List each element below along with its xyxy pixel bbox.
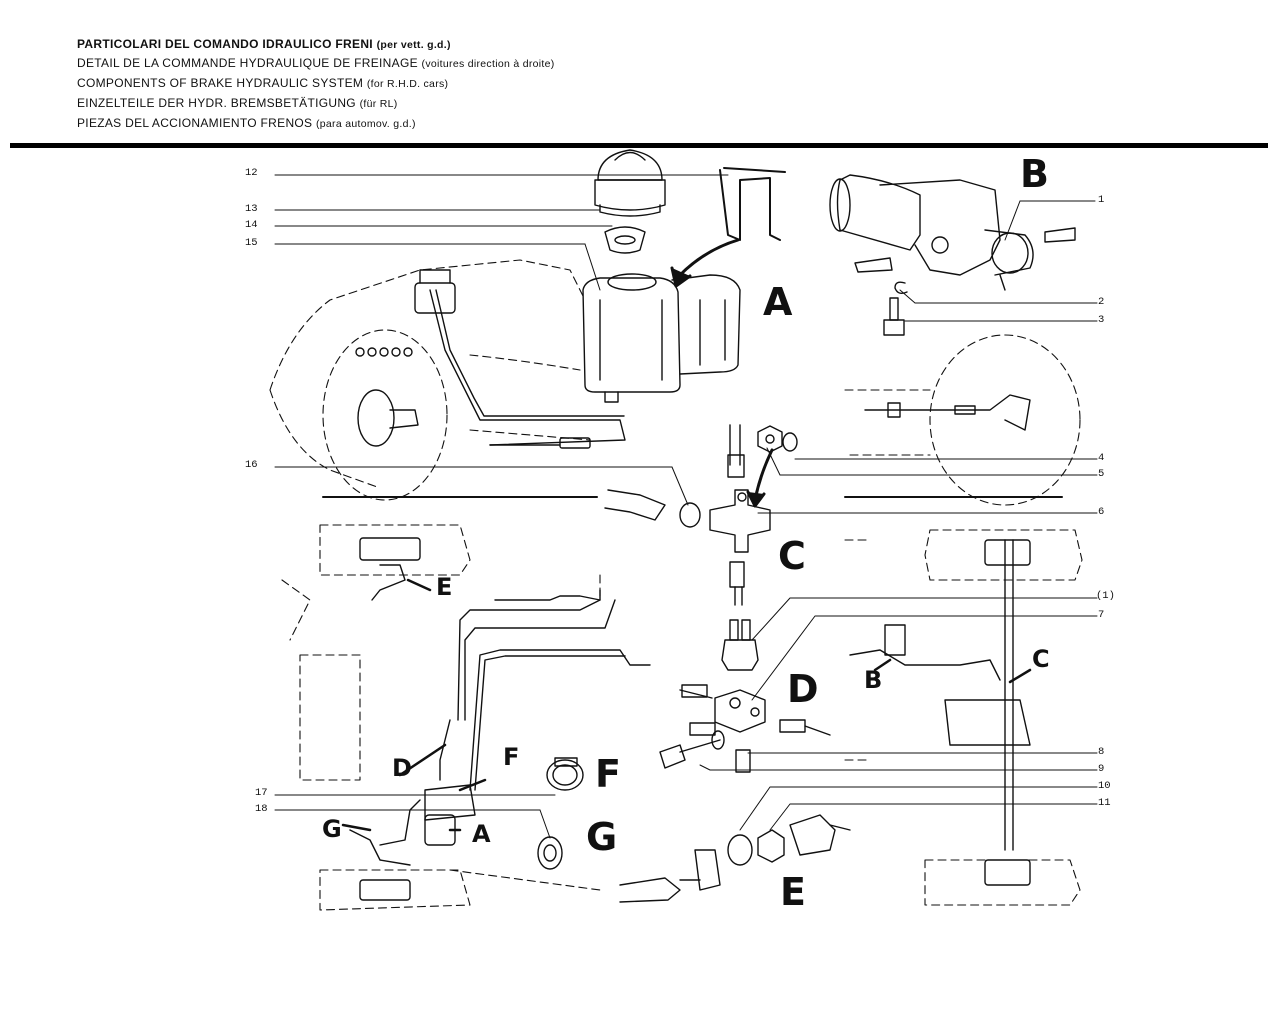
part-number-6: 6 (1098, 506, 1105, 518)
car-front-view (269, 259, 591, 501)
rear-plan-view (844, 529, 1083, 906)
grommet-G (537, 836, 563, 870)
right-callout-arrows (873, 658, 1032, 684)
part-number-8: 8 (1098, 746, 1105, 758)
part-number-4: 4 (1098, 452, 1105, 464)
title-line-fr: DETAIL DE LA COMMANDE HYDRAULIQUE DE FRE… (77, 56, 555, 70)
part-number-1: 1 (1098, 194, 1105, 206)
left-pipes (349, 537, 651, 901)
part-number-7: 7 (1098, 609, 1105, 621)
clamp-F (546, 757, 584, 791)
brake-light-switch (721, 619, 759, 671)
part-number-9: 9 (1098, 763, 1105, 775)
callout-G-left: G (322, 815, 342, 843)
four-way-union (659, 684, 831, 773)
callout-D-left: D (392, 754, 412, 782)
bolt-3 (883, 297, 905, 336)
group-letter-D: D (787, 667, 819, 711)
title-line-es: PIEZAS DEL ACCIONAMIENTO FRENOS (para au… (77, 116, 416, 130)
master-cylinder (829, 174, 1076, 291)
part-number-13: 13 (245, 203, 258, 215)
part-number-18: 18 (255, 803, 268, 815)
part-number-17: 17 (255, 787, 268, 799)
car-rear-view (844, 334, 1081, 506)
title-line-de: EINZELTEILE DER HYDR. BREMSBETÄTIGUNG (f… (77, 96, 398, 110)
washer-5 (782, 432, 798, 452)
reservoir-bracket (719, 167, 786, 241)
leader-lines (274, 174, 1098, 839)
part-number-15: 15 (245, 237, 258, 249)
group-letter-C: C (778, 534, 806, 578)
tee-fitting (709, 424, 771, 606)
callout-C-right: C (1032, 645, 1050, 673)
title-line-en: COMPONENTS OF BRAKE HYDRAULIC SYSTEM (fo… (77, 76, 449, 90)
car-front-pipes (355, 269, 626, 449)
callout-E-left: E (436, 573, 453, 601)
hose-end-E (619, 814, 851, 903)
rear-brake-link (864, 394, 1031, 431)
nut-4 (757, 425, 783, 453)
part-number-11: 11 (1098, 797, 1111, 809)
reservoir-seal (604, 226, 646, 254)
washer-2 (894, 281, 908, 295)
callout-A-left: A (472, 820, 491, 848)
callout-F-left: F (503, 743, 520, 771)
left-callout-arrows (341, 578, 487, 832)
reservoir-body (582, 273, 741, 403)
part-number-12: 12 (245, 167, 258, 179)
arrow-c (746, 448, 774, 508)
hose-16 (604, 489, 701, 528)
part-number-10: 10 (1098, 780, 1111, 792)
underbody-plan (281, 524, 601, 911)
rear-pipes (849, 539, 1031, 886)
part-number-16: 16 (245, 459, 258, 471)
group-letter-B: B (1020, 152, 1049, 196)
callout-B-right: B (864, 666, 883, 694)
group-letter-F: F (595, 752, 621, 796)
group-letter-E: E (780, 870, 806, 914)
header-rule (10, 143, 1268, 148)
title-line-it: PARTICOLARI DEL COMANDO IDRAULICO FRENI … (77, 37, 451, 51)
part-number-2: 2 (1098, 296, 1105, 308)
part-number-14: 14 (245, 219, 258, 231)
part-number-1-paren: (1) (1096, 590, 1115, 602)
reservoir-cap (594, 149, 666, 217)
group-letter-G: G (586, 815, 618, 859)
part-number-3: 3 (1098, 314, 1105, 326)
group-letter-A: A (763, 280, 793, 324)
part-number-5: 5 (1098, 468, 1105, 480)
